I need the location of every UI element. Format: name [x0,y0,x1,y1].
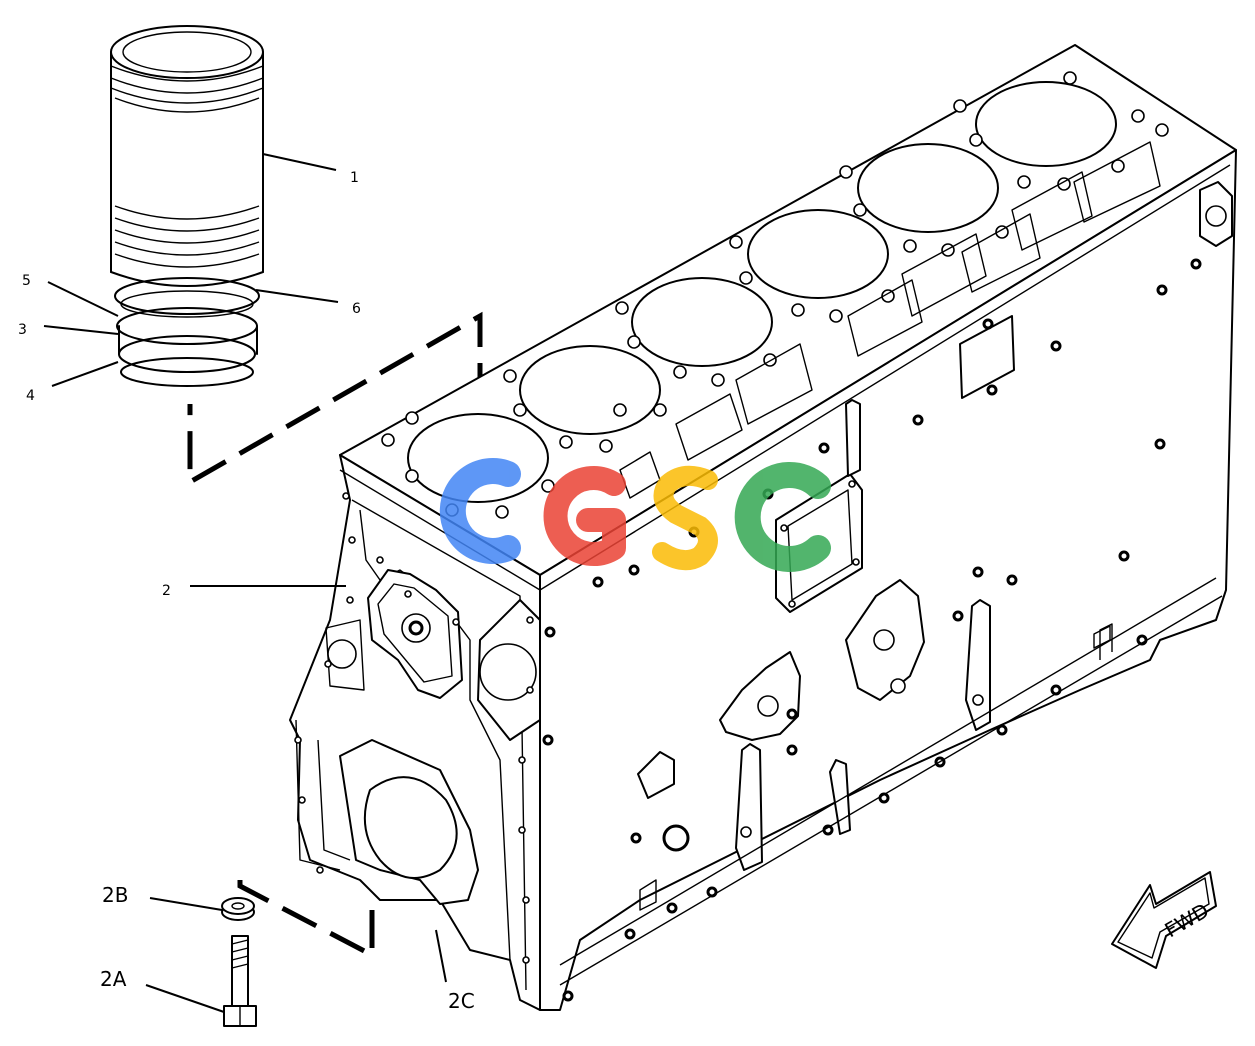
callout-1: 1 [350,170,359,186]
watermark-letter-c-3 [734,462,831,572]
bolt-alignment-line [237,880,375,960]
side-bolt-holes [542,258,1202,1002]
callout-2b: 2B [102,883,128,907]
callout-2a: 2A [100,967,127,991]
watermark-letter-s-2 [652,465,718,571]
callout-2: 2 [162,583,171,599]
cylinder-liner [110,25,264,287]
callout-3: 3 [18,322,27,338]
washer-2b [221,897,255,921]
callout-5: 5 [22,273,31,289]
cylinder-block [289,44,1237,1011]
liner-seal-rings [114,277,260,387]
bolt-2a [223,935,257,1027]
block-studs [735,399,991,871]
callout-6: 6 [352,301,361,317]
watermark-letter-g-1 [543,466,626,566]
callout-leaders [43,153,447,1013]
callout-4: 4 [26,388,35,404]
side-ports [637,315,1015,852]
front-plate [295,499,541,991]
callout-labels: 1 6 5 3 4 2 2B 2A 2C [18,170,475,1013]
callout-2c: 2C [448,989,475,1013]
watermark-letter-c-0 [439,458,521,564]
watermark-logo [439,458,831,572]
front-bolt-holes [294,492,534,964]
fwd-arrow: FWD [1111,871,1217,969]
